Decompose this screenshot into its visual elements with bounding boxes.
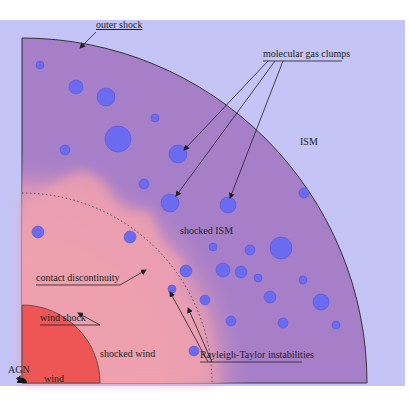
region-label: ISM (300, 136, 318, 148)
contact-discontinuity-line (22, 193, 212, 383)
region-label: shocked wind (100, 348, 155, 360)
leader-lines (18, 32, 283, 381)
region-label: wind (44, 373, 64, 385)
shocked-wind-glow (22, 153, 252, 383)
callout-label: Rayleigh-Taylor instabilities (200, 349, 314, 361)
callout-label: molecular gas clumps (263, 48, 350, 60)
ism-ground (0, 20, 405, 386)
rayleigh-taylor-fingers (22, 171, 215, 383)
label-underlines (36, 61, 342, 362)
agn-core (17, 378, 27, 383)
region-label: shocked ISM (180, 225, 233, 237)
shocked-ism-region (22, 38, 367, 383)
callout-label: AGN (8, 364, 30, 376)
callout-label: outer shock (96, 19, 142, 31)
molecular-clumps (32, 61, 340, 356)
wind-region (22, 305, 100, 383)
callout-label: wind shock (40, 312, 86, 324)
callout-label: contact discontinuity (36, 272, 120, 284)
